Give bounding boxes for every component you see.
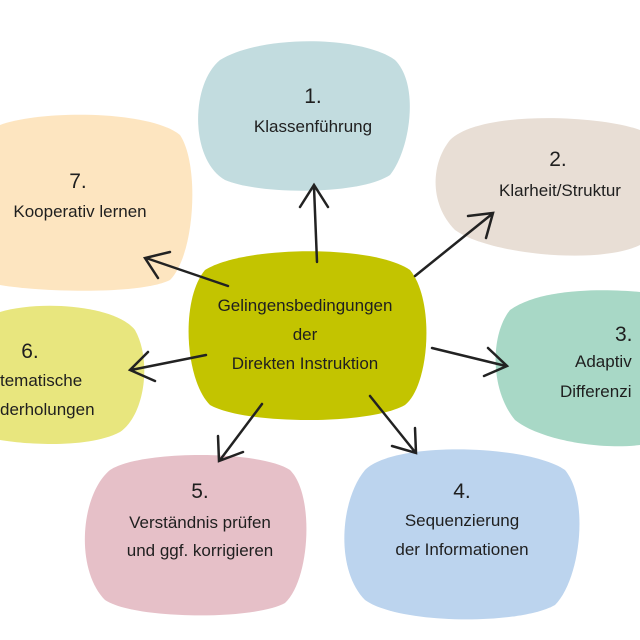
- arrow-to-3: [430, 346, 510, 378]
- arrows: [127, 182, 510, 463]
- node-6-line-2: derholungen: [0, 400, 95, 419]
- arrow-to-1: [298, 182, 330, 264]
- arrow-to-5: [216, 402, 264, 463]
- arrow-to-2: [413, 211, 495, 278]
- node-5-number: 5.: [191, 480, 209, 503]
- arrow-to-4: [368, 394, 418, 455]
- node-4-blob: [344, 449, 580, 620]
- node-5-line-2: und ggf. korrigieren: [126, 541, 274, 560]
- node-3-number: 3.: [615, 323, 633, 346]
- node-7-blob: [0, 114, 193, 291]
- center-blob: [188, 251, 427, 420]
- node-5-line-1: Verständnis prüfen: [129, 513, 271, 532]
- node-6-blob: [0, 305, 145, 444]
- node-6-number: 6.: [21, 340, 39, 363]
- node-7-number: 7.: [69, 170, 87, 193]
- arrow-to-6: [127, 350, 208, 383]
- node-1-number: 1.: [304, 85, 322, 108]
- center-line-2: der: [292, 325, 318, 344]
- node-4-number: 4.: [453, 480, 471, 503]
- node-3-line-1: Adaptiv: [575, 352, 632, 371]
- node-4-line-2: der Informationen: [395, 540, 529, 559]
- node-7-label: Kooperativ lernen: [13, 202, 147, 221]
- node-3-blob: [495, 290, 640, 447]
- node-5-blob: [84, 455, 307, 616]
- arrow-to-7: [142, 250, 230, 288]
- center-line-1: Gelingensbedingungen: [217, 296, 393, 315]
- node-1-blob: [198, 41, 410, 191]
- node-1-label: Klassenführung: [253, 117, 373, 136]
- node-2-number: 2.: [549, 148, 567, 171]
- node-3-line-2: Differenzi: [560, 382, 632, 401]
- node-6-line-1: tematische: [0, 371, 83, 390]
- center-line-3: Direkten Instruktion: [231, 354, 379, 373]
- node-2-blob: [435, 118, 640, 256]
- node-2-label: Klarheit/Struktur: [499, 181, 621, 200]
- node-4-line-1: Sequenzierung: [404, 511, 520, 530]
